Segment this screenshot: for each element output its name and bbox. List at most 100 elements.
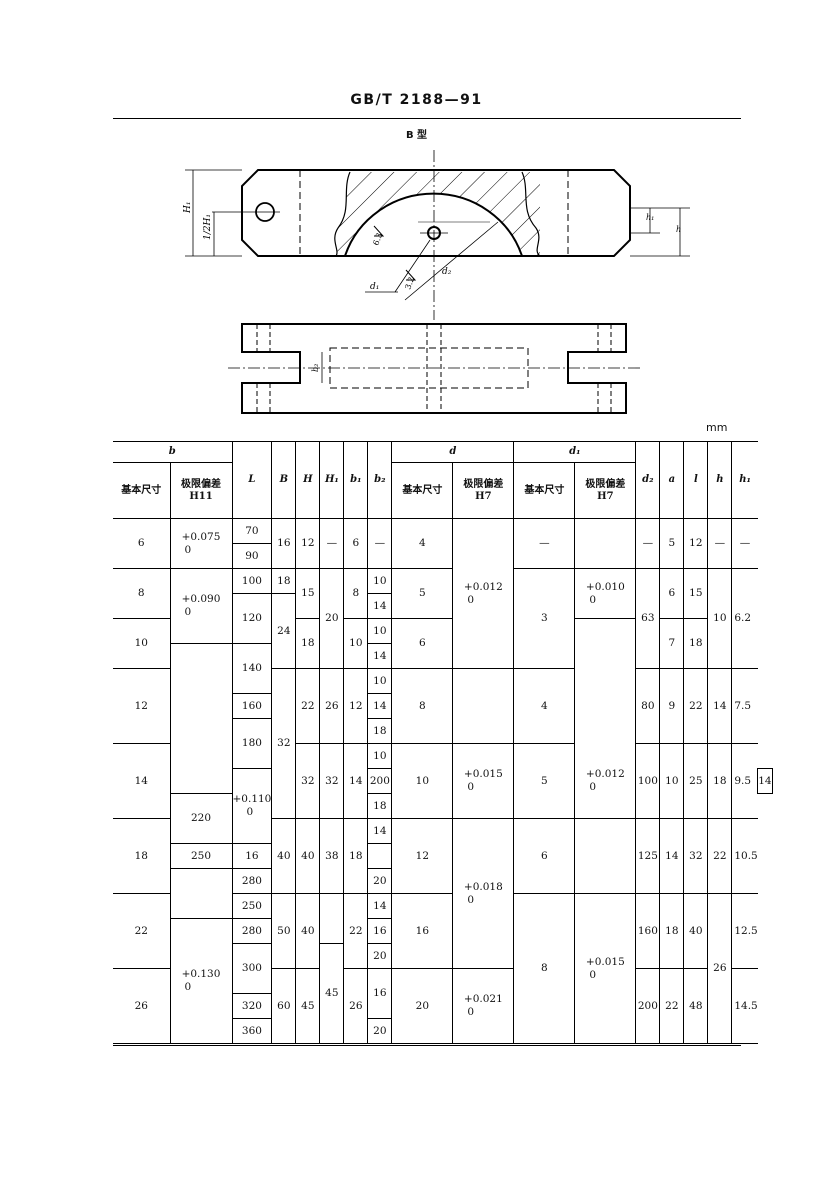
a-cell: 14 <box>659 818 685 894</box>
l-cell: 48 <box>683 968 709 1044</box>
h1-cell: 9.5 <box>731 743 758 819</box>
h-cell: 10 <box>707 568 733 669</box>
top-view: b₂ <box>228 323 640 414</box>
H1-cell: — <box>319 518 345 569</box>
L-cell: 120 <box>231 593 273 644</box>
label-h1: h₁ <box>646 213 654 222</box>
d1-tol-cell-empty <box>574 618 637 719</box>
d2-cell: — <box>635 518 661 569</box>
b-size-cell: 14 <box>113 743 171 819</box>
L-cell: 280 <box>231 918 273 944</box>
b2-cell: 16 <box>367 918 393 944</box>
b2-cell: 16 <box>231 843 273 869</box>
header-b1: b₁ <box>343 441 369 519</box>
H-cell: 40 <box>295 818 321 894</box>
d1-cell: 8 <box>513 893 576 1044</box>
h-cell: 14 <box>707 668 733 744</box>
l-cell: 15 <box>683 568 709 619</box>
header-b-basic: 基本尺寸 <box>113 462 171 519</box>
L-cell: 160 <box>231 693 273 719</box>
header-d-basic: 基本尺寸 <box>391 462 454 519</box>
b2-cell: 10 <box>367 618 393 644</box>
b-size-cell: 10 <box>113 618 171 669</box>
label-H1: H₁ <box>183 202 193 214</box>
label-d1: d₁ <box>370 282 379 292</box>
d-cell: 8 <box>391 668 454 744</box>
d-cell: 10 <box>391 743 454 819</box>
header-L: L <box>231 441 273 519</box>
b1-cell: 10 <box>343 618 369 669</box>
L-cell: 250 <box>169 843 233 869</box>
table-row: 280 20 <box>113 868 772 919</box>
H1-cell: 20 <box>319 568 345 669</box>
header-d: d <box>391 441 515 463</box>
b1-cell: 26 <box>343 968 369 1044</box>
B-cell: 50 <box>271 893 297 969</box>
header-d2: d₂ <box>635 441 661 519</box>
b-tol-cell-top <box>169 643 233 794</box>
b1-cell: 12 <box>343 668 369 744</box>
header-H1: H₁ <box>319 441 345 519</box>
b2-cell: 14 <box>367 893 393 919</box>
L-cell: 180 <box>231 718 273 769</box>
h-cell: — <box>707 518 733 569</box>
b2-cell: 16 <box>367 968 393 1019</box>
b-size-cell: 18 <box>113 818 171 894</box>
L-cell: 360 <box>231 1018 273 1044</box>
d-tol-cell-top <box>452 668 515 744</box>
b2-cell: 14 <box>367 818 393 844</box>
d2-cell: 100 <box>635 743 661 819</box>
a-cell: 7 <box>659 618 685 669</box>
L-cell: 70 <box>231 518 273 544</box>
b2-cell: 20 <box>367 943 393 969</box>
b-tol-cell-top <box>169 868 233 919</box>
d2-cell: 80 <box>635 668 661 744</box>
label-d2: d₂ <box>442 267 452 277</box>
header-d1: d₁ <box>513 441 637 463</box>
L-cell: 300 <box>231 943 273 994</box>
header-a: a <box>659 441 685 519</box>
d1-tol-cell-empty <box>574 518 637 569</box>
B-cell: 18 <box>271 568 297 594</box>
L-cell: 320 <box>231 993 273 1019</box>
b-size-cell: 8 <box>113 568 171 619</box>
a-cell: 18 <box>659 893 685 969</box>
h1-cell: 14.5 <box>731 968 758 1044</box>
h-cell: 22 <box>707 818 733 894</box>
b1-cell: 22 <box>343 893 369 969</box>
h1-cell: — <box>731 518 758 569</box>
l-cell: 12 <box>683 518 709 569</box>
dimension-table: b L B H H₁ b₁ b₂ d d₁ d₂ a l h h₁ 基本尺寸 极… <box>113 441 773 1044</box>
H-cell: 40 <box>295 893 321 969</box>
B-cell: 60 <box>271 968 297 1044</box>
b2-cell: — <box>367 518 393 569</box>
technical-drawing: H₁ 1/2H₁ h₁ h d₁ d₂ 6.3 3.2 b₂ <box>183 150 690 414</box>
b1-cell: 14 <box>343 743 369 819</box>
header-B: B <box>271 441 297 519</box>
header-h1: h₁ <box>731 441 758 519</box>
a-cell: 5 <box>659 518 685 569</box>
h1-cell: 7.5 <box>731 668 758 744</box>
table-row: 180 18 <box>113 718 772 769</box>
a-cell: 10 <box>659 743 685 819</box>
header-H: H <box>295 441 321 519</box>
H1-cell: 32 <box>319 743 345 819</box>
d1-tol-cell-empty <box>574 818 637 894</box>
table-row: 140 14 <box>113 643 772 794</box>
header-h: h <box>707 441 733 519</box>
d-cell: 20 <box>391 968 454 1044</box>
B-cell: 40 <box>271 818 297 894</box>
b2-cell: 20 <box>367 1018 393 1044</box>
H-cell: 15 <box>295 568 321 619</box>
b-size-cell: 22 <box>113 893 171 969</box>
